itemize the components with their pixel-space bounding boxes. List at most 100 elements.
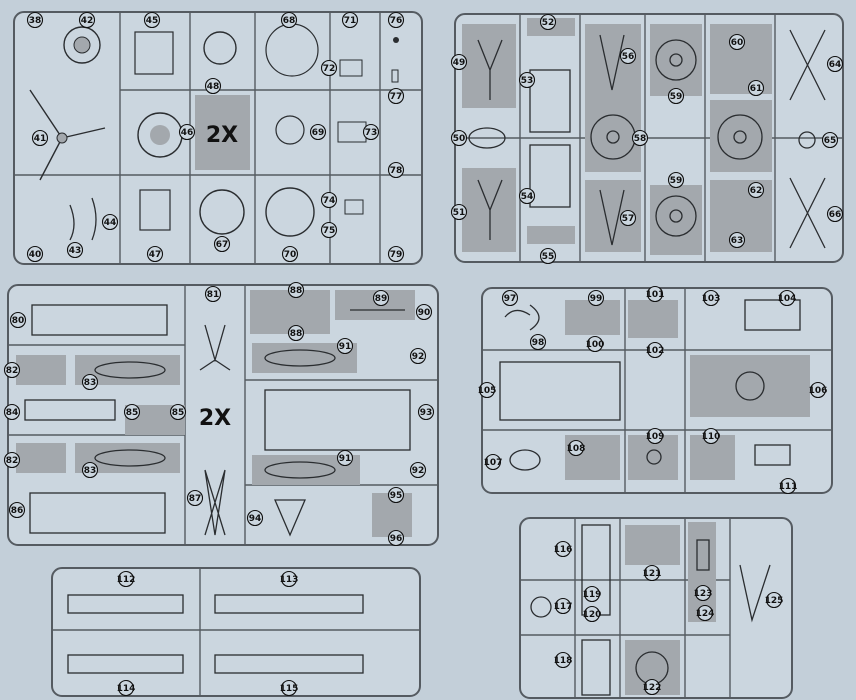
part-label: 55 — [539, 247, 557, 265]
part-label: 89 — [372, 289, 390, 307]
sprue-c: 81 88 89 90 80 88 91 92 82 83 84 85 85 9… — [3, 281, 439, 547]
part-74 — [344, 199, 364, 215]
svg-text:57: 57 — [622, 214, 635, 224]
svg-text:91: 91 — [339, 454, 352, 464]
svg-text:63: 63 — [731, 236, 744, 246]
part-label: 87 — [186, 489, 204, 507]
part-outlines — [24, 304, 411, 537]
svg-text:62: 62 — [750, 186, 763, 196]
sprue-d: 97 99 101 103 104 98 100 102 105 106 107… — [478, 285, 833, 495]
svg-text:56: 56 — [622, 52, 635, 62]
part-77 — [391, 69, 399, 83]
part-label: 105 — [478, 381, 496, 399]
sprue-b: 52 49 53 56 59 60 61 64 50 58 65 59 51 5… — [450, 13, 844, 265]
part-label: 50 — [450, 129, 468, 147]
sprue-d-labels: 97 99 101 103 104 98 100 102 105 106 107… — [478, 285, 827, 495]
svg-text:118: 118 — [554, 656, 573, 666]
part-label: 84 — [3, 403, 21, 421]
svg-text:95: 95 — [390, 491, 403, 501]
part-label: 99 — [587, 289, 605, 307]
part-label: 51 — [450, 203, 468, 221]
svg-text:59: 59 — [670, 92, 683, 102]
svg-text:43: 43 — [69, 246, 82, 256]
part-42-hub — [73, 36, 91, 54]
svg-text:83: 83 — [84, 466, 97, 476]
part-label: 113 — [280, 570, 298, 588]
svg-text:79: 79 — [390, 250, 403, 260]
sprue-frame — [519, 517, 793, 699]
part-label: 59 — [667, 171, 685, 189]
svg-text:104: 104 — [778, 294, 797, 304]
part-label: 68 — [280, 11, 298, 29]
part-label: 93 — [417, 403, 435, 421]
part-label: 54 — [518, 187, 536, 205]
svg-text:115: 115 — [280, 684, 299, 694]
part-label: 122 — [643, 678, 662, 696]
svg-text:58: 58 — [634, 134, 647, 144]
svg-text:83: 83 — [84, 378, 97, 388]
svg-text:74: 74 — [323, 196, 336, 206]
svg-text:114: 114 — [117, 684, 136, 694]
svg-text:82: 82 — [6, 456, 19, 466]
svg-text:85: 85 — [126, 408, 139, 418]
part-label: 59 — [667, 87, 685, 105]
part-outlines — [67, 594, 364, 674]
svg-text:124: 124 — [696, 609, 715, 619]
part-label: 49 — [450, 53, 468, 71]
part-69 — [275, 115, 305, 145]
svg-text:50: 50 — [453, 134, 466, 144]
part-label: 79 — [387, 245, 405, 263]
svg-text:98: 98 — [532, 338, 545, 348]
svg-text:100: 100 — [586, 340, 605, 350]
part-blocks — [565, 300, 810, 480]
part-label: 112 — [117, 570, 135, 588]
svg-text:64: 64 — [829, 60, 842, 70]
svg-text:48: 48 — [207, 82, 220, 92]
svg-text:51: 51 — [453, 208, 466, 218]
part-label: 101 — [646, 285, 665, 303]
part-label: 91 — [336, 449, 354, 467]
svg-text:61: 61 — [750, 84, 763, 94]
svg-text:125: 125 — [765, 596, 784, 606]
svg-text:93: 93 — [420, 408, 433, 418]
part-label: 96 — [387, 529, 405, 547]
part-blocks — [625, 522, 716, 695]
part-label: 92 — [409, 461, 427, 479]
svg-text:120: 120 — [583, 610, 602, 620]
part-label: 62 — [747, 181, 765, 199]
part-label: 48 — [204, 77, 222, 95]
part-label: 123 — [694, 584, 712, 602]
part-label: 70 — [281, 245, 299, 263]
part-label: 64 — [826, 55, 844, 73]
svg-text:86: 86 — [11, 506, 24, 516]
svg-text:122: 122 — [643, 683, 662, 693]
part-label: 41 — [31, 129, 49, 147]
sprue-c-labels: 81 88 89 90 80 88 91 92 82 83 84 85 85 9… — [3, 281, 435, 547]
part-76 — [393, 37, 399, 43]
part-label: 88 — [287, 324, 305, 342]
svg-text:75: 75 — [323, 226, 336, 236]
svg-text:44: 44 — [104, 218, 117, 228]
part-label: 40 — [26, 245, 44, 263]
sprue-b-labels: 52 49 53 56 59 60 61 64 50 58 65 59 51 5… — [450, 13, 844, 265]
svg-text:92: 92 — [412, 466, 425, 476]
svg-text:47: 47 — [149, 250, 162, 260]
part-label: 121 — [643, 564, 661, 582]
svg-text:101: 101 — [646, 290, 665, 300]
part-label: 102 — [646, 341, 664, 359]
part-label: 38 — [26, 11, 44, 29]
multiplier-label: 2X — [199, 406, 231, 431]
part-label: 119 — [583, 585, 601, 603]
part-label: 124 — [696, 604, 715, 622]
sprue-e-labels: 112 113 114 115 — [117, 570, 299, 697]
part-label: 97 — [501, 289, 519, 307]
part-label: 120 — [583, 605, 602, 623]
part-label: 69 — [309, 123, 327, 141]
svg-text:87: 87 — [189, 494, 202, 504]
part-label: 57 — [619, 209, 637, 227]
part-47 — [139, 189, 171, 231]
part-label: 45 — [143, 11, 161, 29]
sprue-a-labels: 38 42 45 48 68 71 76 72 41 46 69 73 77 7… — [26, 11, 405, 263]
part-label: 85 — [123, 403, 141, 421]
